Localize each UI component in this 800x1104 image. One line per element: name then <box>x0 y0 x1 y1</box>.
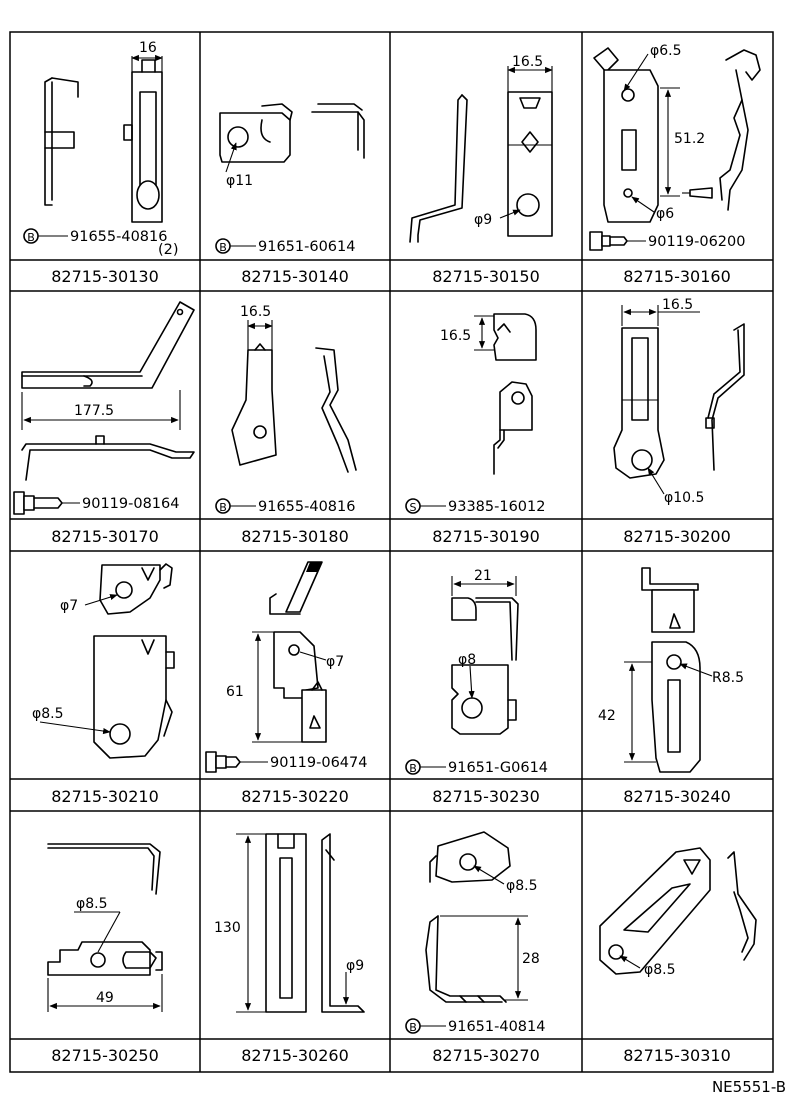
dim-width: 16.5 <box>512 54 543 70</box>
dim-hole: φ9 <box>346 958 364 974</box>
part-number: 82715-30200 <box>623 527 731 546</box>
cell-82715-30190: 16.5 S 93385-16012 82715-30190 <box>405 313 546 546</box>
dim-hole: φ8.5 <box>506 878 538 894</box>
hardware-symbol: B <box>27 231 35 244</box>
dim-hole: φ10.5 <box>664 490 704 506</box>
cell-82715-30260: 130 φ9 82715-30260 <box>214 833 365 1065</box>
part-number: 82715-30130 <box>51 267 159 286</box>
bracket-drawing <box>409 91 553 243</box>
dim-hole: φ8.5 <box>644 962 676 978</box>
hardware-symbol: B <box>219 501 227 514</box>
dim-hole: φ6 <box>656 206 674 222</box>
dim-hole: φ11 <box>226 173 253 189</box>
cell-82715-30270: φ8.5 28 B 91651-40814 82715-30270 <box>405 831 546 1065</box>
part-number: 82715-30150 <box>432 267 540 286</box>
hardware-number: 91651-G0614 <box>448 760 548 776</box>
dim-width: 16 <box>139 40 157 56</box>
cell-82715-30230: 21 φ8 B 91651-G0614 82715-30230 <box>405 568 548 806</box>
dim-radius: R8.5 <box>712 670 744 686</box>
dim-height: 28 <box>522 951 540 967</box>
hardware-number: 91655-40816 <box>258 499 356 515</box>
dim-hole: φ9 <box>474 212 492 228</box>
bolt-icon <box>205 751 241 773</box>
cell-82715-30170: 177.5 90119-08164 82715-30170 <box>13 301 195 546</box>
part-number: 82715-30170 <box>51 527 159 546</box>
part-number: 82715-30240 <box>623 787 731 806</box>
bracket-drawing <box>47 843 163 976</box>
dim-length: 51.2 <box>674 131 705 147</box>
hardware-number: 90119-06200 <box>648 234 746 250</box>
dim-length: 42 <box>598 708 616 724</box>
cell-82715-30210: φ7 φ8.5 82715-30210 <box>32 563 175 806</box>
cell-82715-30220: φ7 61 90119-06474 82715-30220 <box>205 561 368 806</box>
cell-82715-30250: φ8.5 49 82715-30250 <box>47 843 163 1065</box>
hardware-symbol: B <box>409 1021 417 1034</box>
hardware-number: 93385-16012 <box>448 499 546 515</box>
part-number: 82715-30260 <box>241 1046 349 1065</box>
sheet-code: NE5551-B <box>712 1078 786 1096</box>
part-number: 82715-30310 <box>623 1046 731 1065</box>
dim-length: 130 <box>214 920 241 936</box>
part-number: 82715-30160 <box>623 267 731 286</box>
dim-width: 49 <box>96 990 114 1006</box>
dim-hole: φ8.5 <box>76 896 108 912</box>
part-number: 82715-30210 <box>51 787 159 806</box>
hardware-symbol: S <box>410 501 417 514</box>
bracket-drawing <box>93 563 175 759</box>
dim-width: 16.5 <box>662 297 693 313</box>
cell-82715-30310: φ8.5 82715-30310 <box>599 847 757 1065</box>
dim-hole: φ7 <box>326 654 344 670</box>
hardware-symbol: B <box>219 241 227 254</box>
bracket-drawing <box>265 833 365 1013</box>
dim-length: 61 <box>226 684 244 700</box>
part-number: 82715-30230 <box>432 787 540 806</box>
hardware-number: 91651-40814 <box>448 1019 546 1035</box>
dim-width: 16.5 <box>240 304 271 320</box>
bracket-drawing <box>425 831 511 1003</box>
bracket-drawing <box>641 567 701 773</box>
bolt-icon <box>13 491 63 515</box>
part-number: 82715-30140 <box>241 267 349 286</box>
part-number: 82715-30250 <box>51 1046 159 1065</box>
grid-frame <box>9 31 774 1073</box>
dim-width: 21 <box>474 568 492 584</box>
bracket-drawing <box>231 343 357 473</box>
dim-height: 16.5 <box>440 328 471 344</box>
part-number: 82715-30180 <box>241 527 349 546</box>
bracket-drawing <box>451 597 519 735</box>
cell-82715-30200: 16.5 φ10.5 82715-30200 <box>613 297 745 546</box>
hardware-symbol: B <box>409 762 417 775</box>
dim-top-hole: φ7 <box>60 598 78 614</box>
bracket-drawing <box>599 847 757 975</box>
hardware-qty: (2) <box>158 242 179 258</box>
cell-82715-30140: φ11 B 91651-60614 82715-30140 <box>215 103 365 286</box>
cell-82715-30160: φ6.5 51.2 φ6 90119-06200 82715-30160 <box>589 43 761 286</box>
cell-82715-30130: 16 B 91655-40816 (2) 82715-30130 <box>23 40 179 286</box>
bracket-drawing <box>269 561 327 743</box>
dim-bottom-hole: φ8.5 <box>32 706 64 722</box>
bolt-icon <box>589 231 628 251</box>
bracket-drawing <box>593 47 761 223</box>
hardware-number: 91651-60614 <box>258 239 356 255</box>
part-number: 82715-30190 <box>432 527 540 546</box>
hardware-number: 90119-06474 <box>270 755 368 771</box>
bracket-drawing <box>493 313 537 475</box>
cell-82715-30240: R8.5 42 82715-30240 <box>598 567 744 806</box>
bracket-drawing <box>219 103 365 163</box>
dim-length: 177.5 <box>74 403 114 419</box>
cell-82715-30150: 16.5 φ9 82715-30150 <box>409 54 553 286</box>
hardware-number: 90119-08164 <box>82 496 180 512</box>
bracket-drawing <box>44 59 163 223</box>
hardware-number: 91655-40816 <box>70 229 168 245</box>
cell-82715-30180: 16.5 B 91655-40816 82715-30180 <box>215 304 357 546</box>
part-number: 82715-30270 <box>432 1046 540 1065</box>
dim-small-hole: φ6.5 <box>650 43 682 59</box>
bracket-drawing <box>21 301 195 481</box>
bracket-drawing <box>613 323 745 479</box>
part-number: 82715-30220 <box>241 787 349 806</box>
dim-hole: φ8 <box>458 652 476 668</box>
